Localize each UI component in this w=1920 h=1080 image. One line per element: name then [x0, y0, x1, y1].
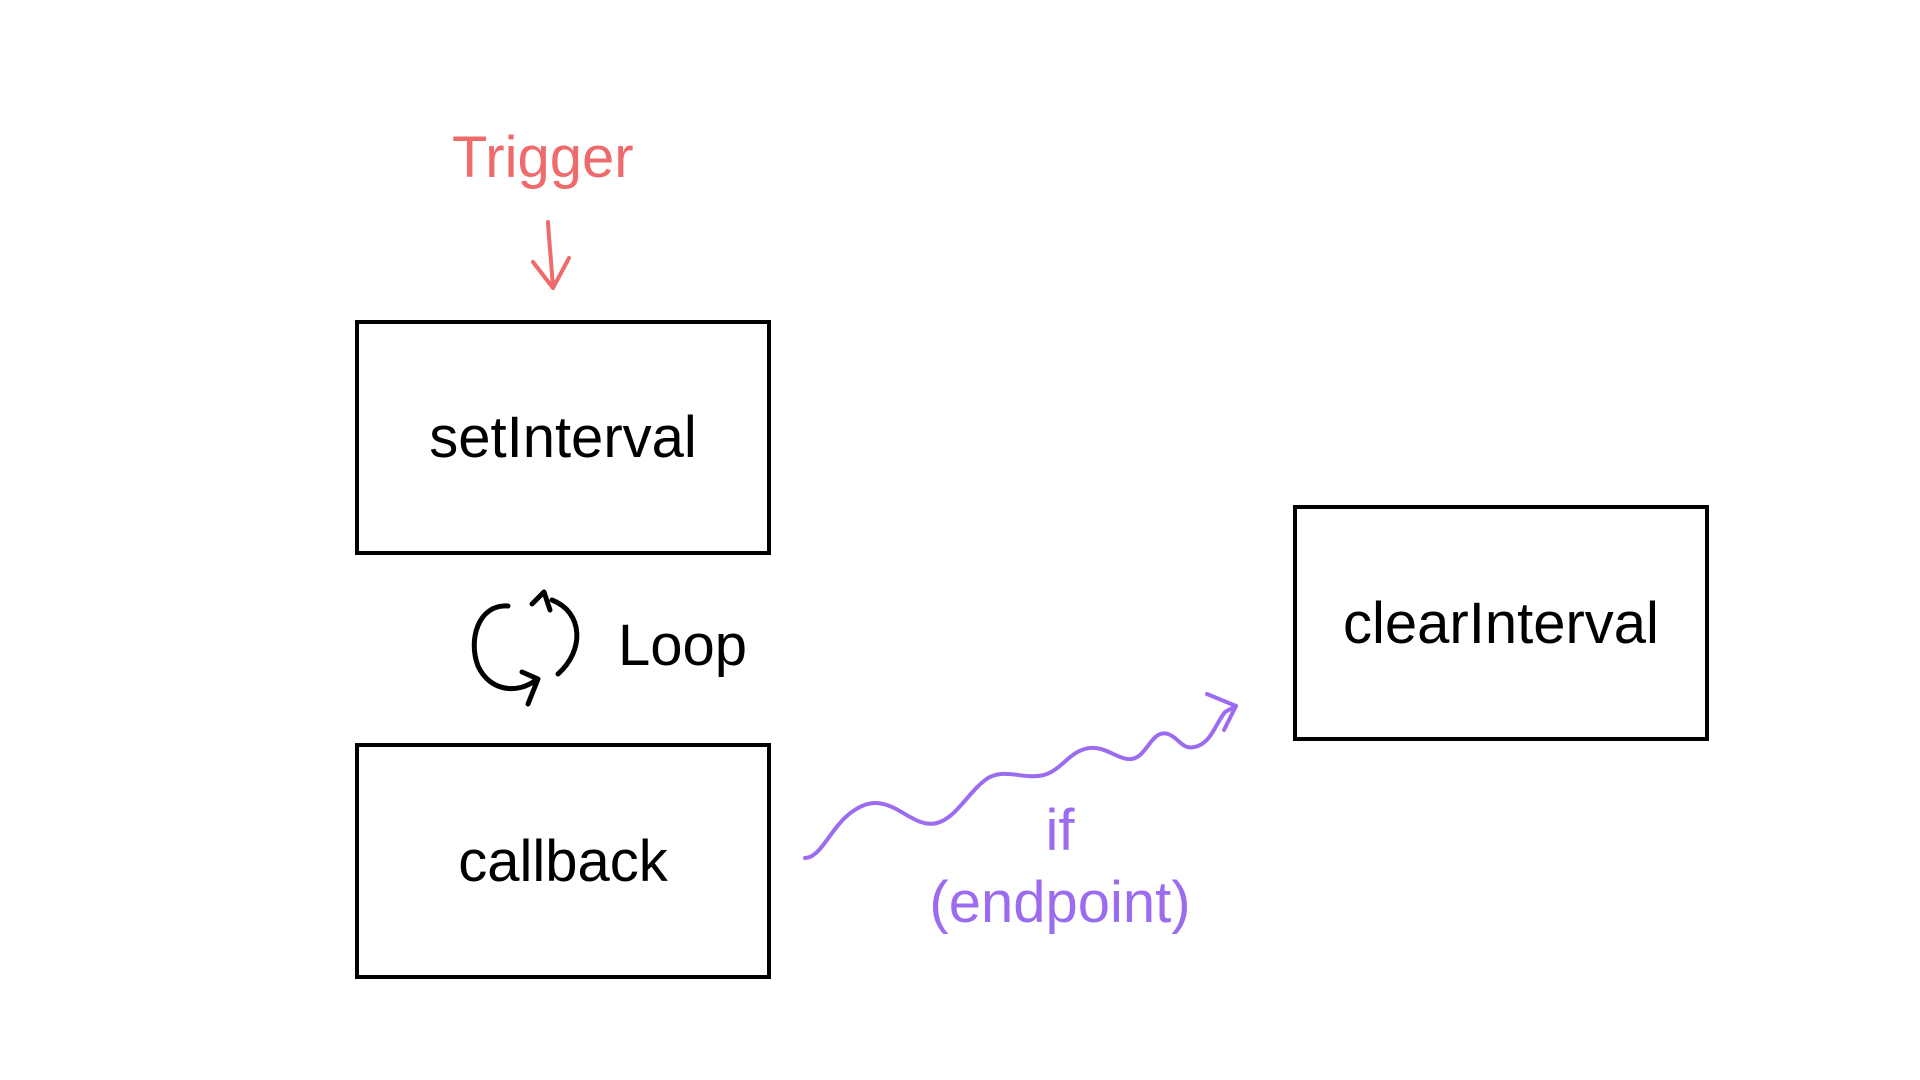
cycle-arrows-icon	[471, 589, 580, 707]
condition-if-text: if	[1045, 798, 1075, 863]
loop-label: Loop	[618, 613, 748, 678]
trigger-arrow-icon	[531, 220, 571, 290]
condition-label: if (endpoint)	[900, 795, 1220, 939]
callback-node: callback	[355, 743, 771, 979]
setinterval-node: setInterval	[355, 320, 771, 555]
setinterval-label: setInterval	[429, 405, 697, 470]
condition-endpoint-text: (endpoint)	[929, 870, 1191, 935]
trigger-label: Trigger	[452, 125, 634, 190]
clearinterval-label: clearInterval	[1343, 590, 1659, 656]
clearinterval-node: clearInterval	[1293, 505, 1709, 741]
callback-label: callback	[458, 828, 668, 894]
